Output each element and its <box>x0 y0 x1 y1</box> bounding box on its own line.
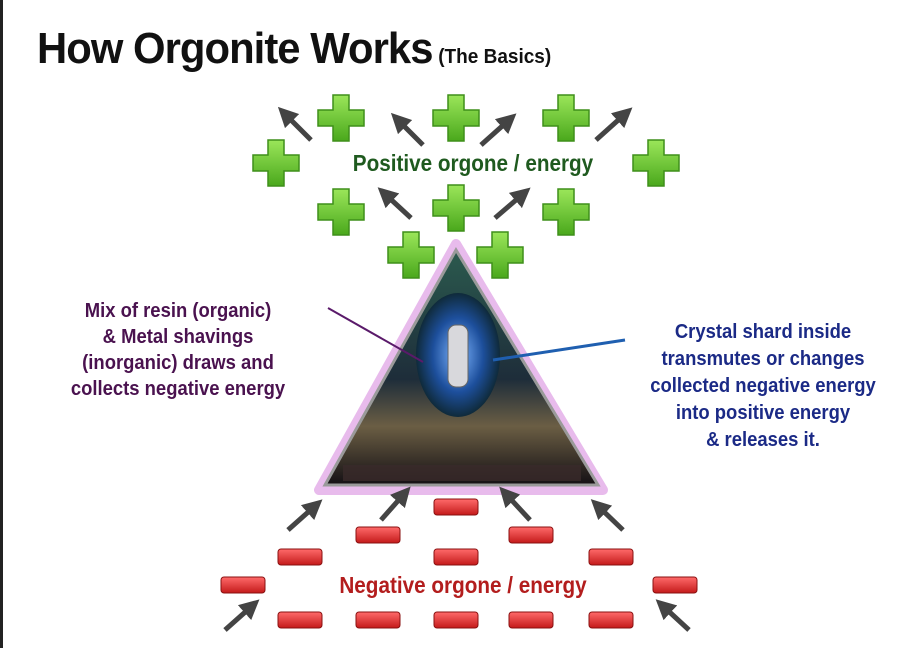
plus-icon <box>252 139 300 187</box>
arrow-icon <box>499 486 532 522</box>
plus-icon <box>432 184 480 232</box>
minus-icon <box>588 548 634 566</box>
positive-energy-label: Positive orgone / energy <box>352 150 594 176</box>
title-main: How Orgonite Works <box>37 24 433 73</box>
plus-icon <box>542 94 590 142</box>
minus-icon <box>355 526 401 544</box>
arrow-icon <box>377 187 413 220</box>
title-subtitle: (The Basics) <box>438 46 552 68</box>
minus-icon <box>277 548 323 566</box>
plus-icon <box>317 188 365 236</box>
arrow-icon <box>390 112 425 147</box>
callout-line: & releases it. <box>706 428 820 451</box>
plus-icon <box>317 94 365 142</box>
arrow-icon <box>590 499 625 532</box>
plus-icon <box>542 188 590 236</box>
right-callout-pointer <box>492 338 626 362</box>
minus-icon <box>652 576 698 594</box>
callout-line: into positive energy <box>675 401 851 424</box>
crystal-callout: Crystal shard inside transmutes or chang… <box>610 318 916 453</box>
plus-icon <box>432 94 480 142</box>
callout-line: Crystal shard inside <box>674 320 852 343</box>
arrow-icon <box>594 107 633 142</box>
negative-energy-label: Negative orgone / energy <box>339 572 587 598</box>
callout-line: (inorganic) draws and <box>82 351 274 374</box>
minus-icon <box>588 611 634 629</box>
callout-line: collects negative energy <box>70 377 286 400</box>
minus-icon <box>220 576 266 594</box>
pyramid-glow <box>314 239 608 495</box>
diagram-artwork <box>220 94 698 632</box>
minus-icon <box>433 548 479 566</box>
arrow-icon <box>379 486 411 522</box>
callout-line: & Metal shavings <box>102 325 254 348</box>
metal-shavings-layer <box>343 465 581 481</box>
callout-line: transmutes or changes <box>661 347 865 370</box>
plus-icon <box>632 139 680 187</box>
left-callout-pointer <box>327 307 424 363</box>
arrow-icon <box>655 599 691 632</box>
minus-icon <box>355 611 401 629</box>
arrow-icon <box>479 113 517 147</box>
arrow-icon <box>286 499 323 532</box>
plus-icon <box>476 231 524 279</box>
minus-icon <box>433 611 479 629</box>
minus-icon <box>277 611 323 629</box>
resin-metal-callout: Mix of resin (organic) & Metal shavings … <box>30 298 327 402</box>
minus-icon <box>508 611 554 629</box>
minus-icon <box>508 526 554 544</box>
minus-icon <box>433 498 479 516</box>
plus-icon <box>387 231 435 279</box>
page-title: How Orgonite Works(The Basics) <box>37 24 551 74</box>
callout-line: collected negative energy <box>650 374 876 397</box>
arrow-icon <box>277 106 313 142</box>
crystal-shard <box>447 324 469 388</box>
arrow-icon <box>223 599 260 632</box>
arrow-icon <box>493 187 531 220</box>
callout-line: Mix of resin (organic) <box>84 299 272 322</box>
